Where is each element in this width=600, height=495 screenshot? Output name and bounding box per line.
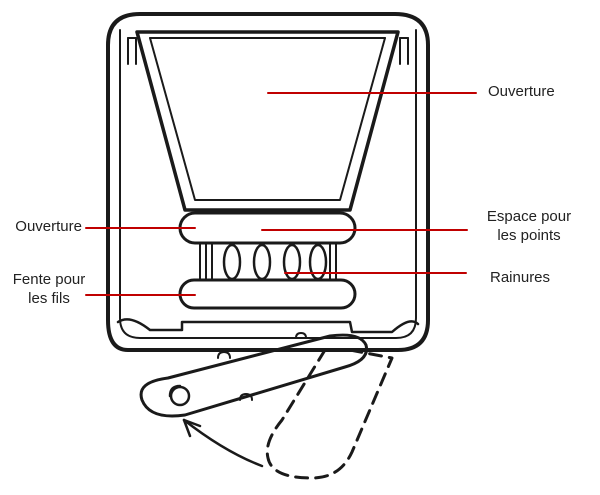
label-opening-top: Ouverture: [488, 83, 555, 100]
corner-clip-right: [399, 37, 409, 65]
label-grooves: Rainures: [490, 269, 551, 286]
label-stitch-space: Espace pour les points: [486, 208, 572, 244]
latch-arm: [139, 332, 369, 418]
housing-inner-edge: [119, 29, 417, 339]
label-thread-slot: Fente pour les fils: [12, 271, 86, 307]
thread-slot: [178, 278, 357, 310]
latch-arm-open-position: [265, 348, 394, 480]
label-opening-left: Ouverture: [15, 218, 82, 235]
base-rail: [116, 318, 420, 334]
rotation-arrow-head: [182, 418, 202, 438]
grooves: [199, 242, 337, 281]
corner-clip-left: [127, 37, 137, 65]
funnel-opening: [135, 30, 400, 212]
upper-slot: [178, 211, 357, 245]
housing-outline: [106, 12, 430, 352]
rotation-arrow: [182, 418, 264, 468]
